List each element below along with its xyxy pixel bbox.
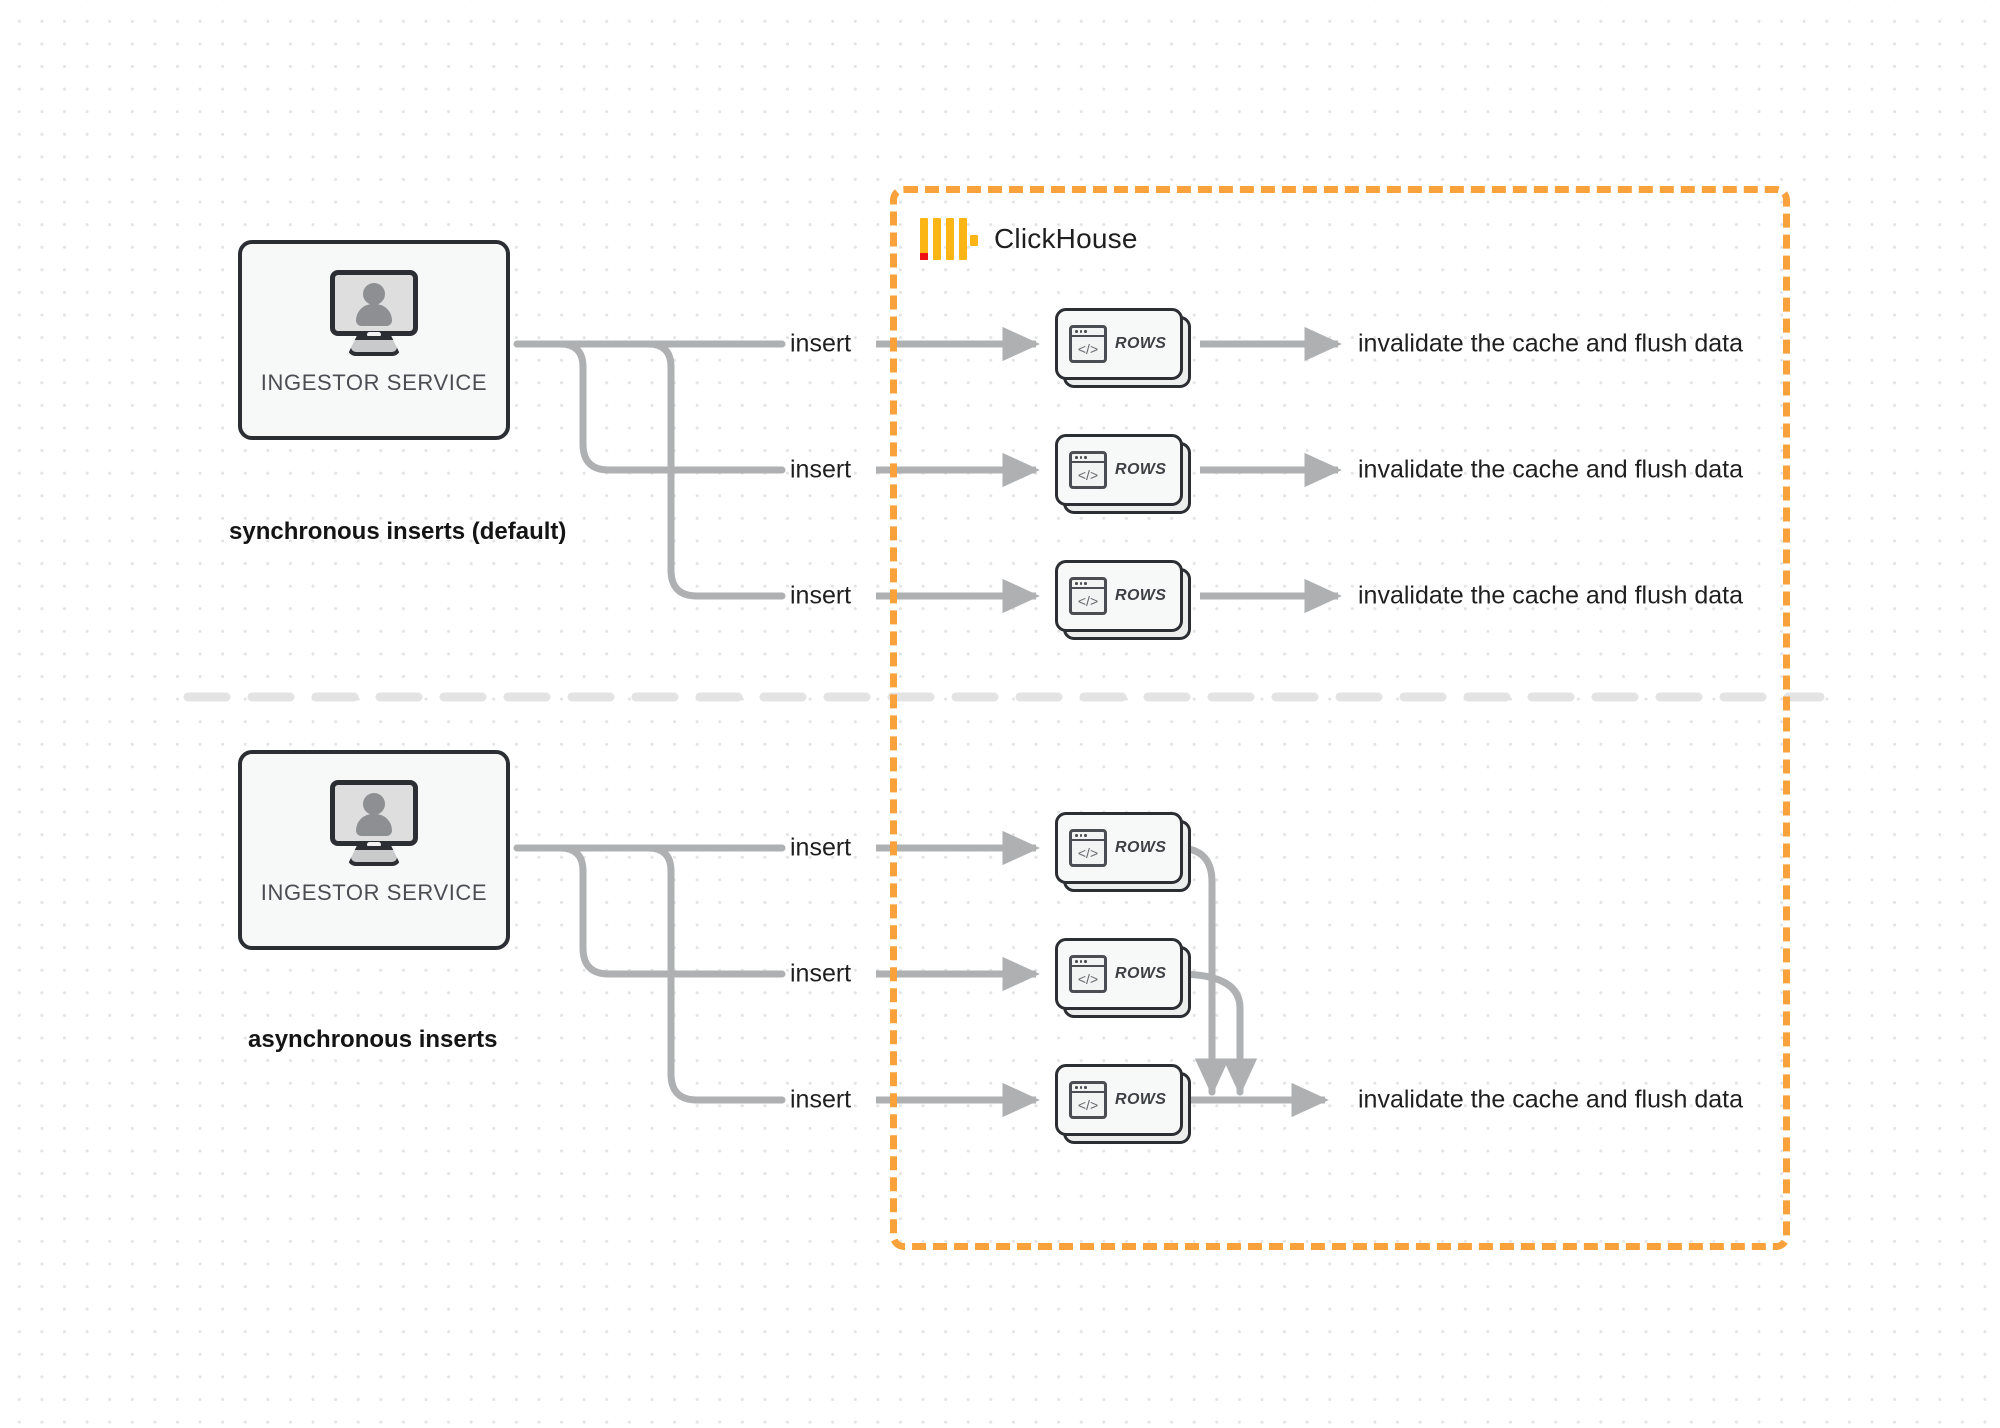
rows-card-sync-3[interactable]: </> ROWS — [1055, 560, 1191, 640]
rows-card-label: ROWS — [1115, 965, 1167, 982]
wire-async-3 — [644, 844, 786, 1104]
ingestor-service-async[interactable]: INGESTOR SERVICE — [238, 750, 510, 950]
edge-label-sync-insert-2: insert — [790, 455, 852, 484]
sink-label-sync-2: invalidate the cache and flush data — [1358, 455, 1743, 484]
code-window-icon: </> — [1069, 1081, 1107, 1119]
rows-card-label: ROWS — [1115, 1091, 1167, 1108]
clickhouse-logo-icon — [920, 218, 978, 260]
code-window-icon: </> — [1069, 829, 1107, 867]
rows-card-async-1[interactable]: </> ROWS — [1055, 812, 1191, 892]
rows-card-sync-1[interactable]: </> ROWS — [1055, 308, 1191, 388]
code-window-icon: </> — [1069, 325, 1107, 363]
wire-sync-2 — [556, 340, 786, 474]
caption-asynchronous-inserts: asynchronous inserts — [248, 1026, 498, 1053]
code-window-icon: </> — [1069, 955, 1107, 993]
monitor-user-icon — [328, 780, 420, 866]
monitor-user-icon — [328, 270, 420, 356]
ingestor-service-sync[interactable]: INGESTOR SERVICE — [238, 240, 510, 440]
rows-card-label: ROWS — [1115, 587, 1167, 604]
rows-card-label: ROWS — [1115, 839, 1167, 856]
edge-label-sync-insert-3: insert — [790, 581, 852, 610]
wire-async-2 — [556, 844, 786, 978]
rows-card-sync-2[interactable]: </> ROWS — [1055, 434, 1191, 514]
edge-label-async-insert-3: insert — [790, 1085, 852, 1114]
rows-card-label: ROWS — [1115, 461, 1167, 478]
clickhouse-brand-label: ClickHouse — [994, 223, 1138, 254]
wire-sync-3 — [644, 340, 786, 600]
rows-card-async-3[interactable]: </> ROWS — [1055, 1064, 1191, 1144]
sink-label-sync-3: invalidate the cache and flush data — [1358, 581, 1743, 610]
ingestor-service-label: INGESTOR SERVICE — [260, 370, 488, 395]
edge-label-async-insert-2: insert — [790, 959, 852, 988]
ingestor-service-label: INGESTOR SERVICE — [260, 880, 488, 905]
sink-label-async-merged: invalidate the cache and flush data — [1358, 1085, 1743, 1114]
rows-card-label: ROWS — [1115, 335, 1167, 352]
caption-synchronous-inserts: synchronous inserts (default) — [229, 518, 567, 545]
code-window-icon: </> — [1069, 451, 1107, 489]
sink-label-sync-1: invalidate the cache and flush data — [1358, 329, 1743, 358]
edge-label-sync-insert-1: insert — [790, 329, 852, 358]
clickhouse-boundary — [890, 186, 1790, 1250]
edge-label-async-insert-1: insert — [790, 833, 852, 862]
rows-card-async-2[interactable]: </> ROWS — [1055, 938, 1191, 1018]
clickhouse-brand: ClickHouse — [920, 215, 1138, 263]
code-window-icon: </> — [1069, 577, 1107, 615]
